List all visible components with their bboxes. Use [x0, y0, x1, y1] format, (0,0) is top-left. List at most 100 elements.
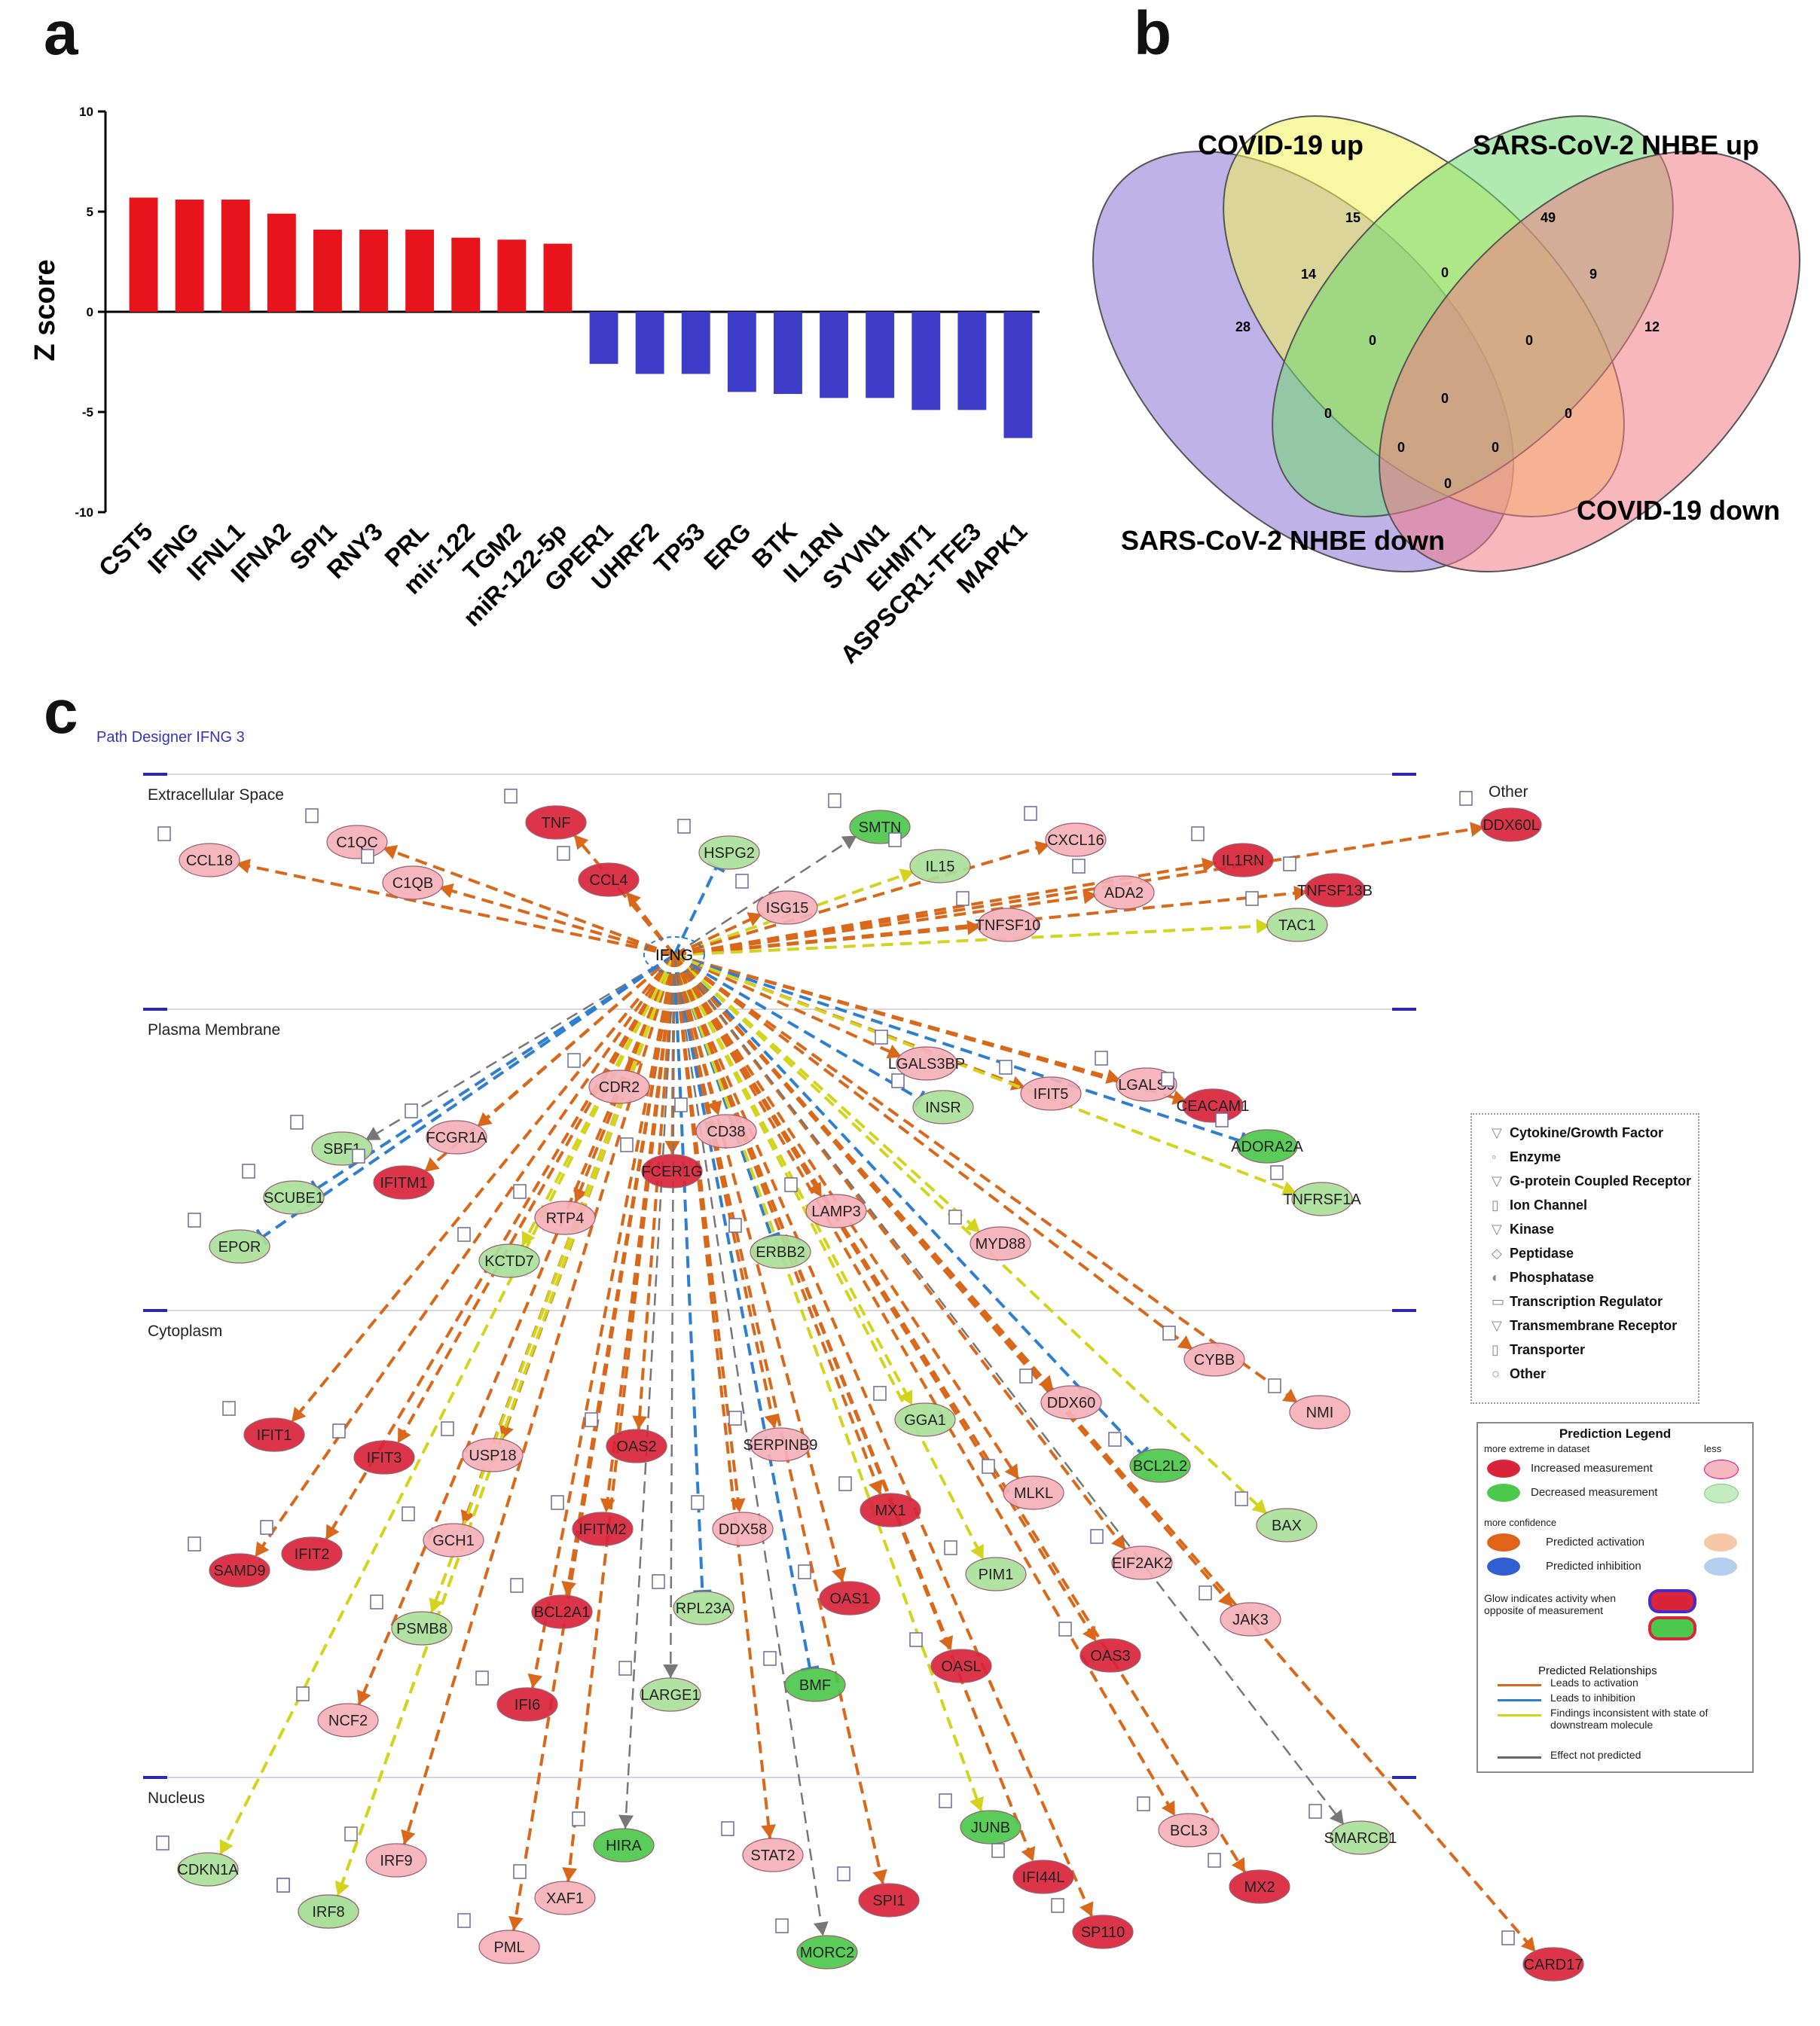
bar-IFNA2 [267, 213, 296, 312]
gene-count-badge [1024, 806, 1037, 821]
edge-arrowhead [1083, 889, 1098, 905]
panel-b-letter: b [1134, 0, 1172, 68]
edge-ifng-to-myd88 [673, 954, 982, 1234]
edge-arrowhead [761, 1824, 777, 1839]
molecule-type-icon: ▽ [1492, 1124, 1502, 1140]
gene-node-ifitm2: IFITM2 [551, 1495, 634, 1546]
gene-shape [462, 1438, 524, 1472]
gene-shape [1012, 1860, 1074, 1894]
gene-shape [531, 1594, 593, 1629]
edge-arrowhead [325, 1524, 340, 1540]
edge-arrowhead [382, 845, 399, 859]
y-tick-label: -5 [82, 405, 93, 420]
gene-label: LGALS9 [1118, 1077, 1175, 1094]
gene-node-irf9: IRF9 [344, 1826, 427, 1878]
gene-count-badge [1162, 1326, 1176, 1341]
gene-node-lamp3: LAMP3 [784, 1177, 867, 1228]
gene-label: DDX60L [1483, 817, 1540, 834]
gene-shape [695, 1114, 757, 1149]
edge-ifng-to-sbf1 [365, 954, 675, 1141]
gene-shape [365, 1843, 427, 1878]
gene-node-tac1: TAC1 [1245, 891, 1328, 942]
gene-node-stat2: STAT2 [721, 1821, 804, 1872]
gene-shape [1289, 1395, 1351, 1429]
gene-count-badge [344, 1826, 358, 1841]
compartment-label: Plasma Membrane [148, 1021, 280, 1039]
gene-label: RPL23A [676, 1600, 732, 1617]
gene-shape [970, 1226, 1031, 1261]
gene-shape [784, 1667, 846, 1702]
gene-count-badge [1090, 1529, 1104, 1544]
gene-node-ddx58: DDX58 [691, 1495, 774, 1546]
gene-count-badge [784, 1177, 798, 1192]
gene-shape [1291, 1182, 1353, 1216]
gene-node-hspg2: HSPG2 [677, 819, 760, 870]
gene-shape [478, 1243, 540, 1278]
decreased-swatch-light [1704, 1484, 1739, 1503]
venn-set-covid-19-down [1379, 151, 1800, 572]
edge-ifng-to-adora2a [673, 954, 1242, 1143]
edge-arrowhead [527, 1673, 543, 1689]
venn-region-count: 9 [1589, 267, 1597, 282]
edge-ifng-to-scube1 [316, 954, 676, 1190]
inhibition-line-key [1498, 1699, 1541, 1701]
molecule-legend-row: ▽Kinase [1472, 1217, 1698, 1241]
gene-count-badge [441, 1421, 454, 1436]
molecule-type-icon: ▽ [1492, 1317, 1502, 1333]
edge-arrowhead [1293, 885, 1309, 901]
glow-swatch-red [1651, 1592, 1693, 1610]
gene-label: KCTD7 [484, 1253, 534, 1270]
gene-count-badge [1245, 891, 1259, 906]
gene-shape [572, 1512, 634, 1546]
edge-arrowhead [401, 1829, 416, 1844]
gene-label: C1QB [392, 875, 433, 892]
gene-label: NCF2 [328, 1713, 368, 1729]
decreased-label: Decreased measurement [1531, 1486, 1658, 1499]
edge-ifng-to-ifi44l [673, 954, 1035, 1863]
venn-label: COVID-19 down [1577, 495, 1780, 526]
bar-ERG [727, 312, 756, 392]
gene-shape [1003, 1475, 1064, 1510]
gene-node-il15: IL15 [888, 832, 971, 883]
gene-shape [1256, 1508, 1318, 1542]
gene-node-bcl3: BCL3 [1137, 1796, 1220, 1848]
gene-count-badge [332, 1423, 346, 1439]
edge-ifng-to-bcl2l2 [673, 954, 1143, 1455]
gene-node-ccl18: CCL18 [157, 826, 240, 877]
edge-ifng-to-lgals3bp [673, 954, 902, 1059]
panel-a-letter: a [44, 0, 78, 68]
gene-label: CARD17 [1524, 1957, 1583, 1973]
gene-shape [858, 1883, 920, 1918]
not-predicted-line-key [1498, 1756, 1541, 1759]
edge-arrowhead [1202, 857, 1217, 873]
gene-label: SERPINB9 [744, 1437, 818, 1454]
inhibition-swatch-light [1704, 1558, 1737, 1576]
gene-shape [640, 1677, 701, 1712]
gene-count-badge [1051, 1898, 1064, 1913]
gene-label: CCL4 [589, 872, 628, 889]
edge-arrowhead [1171, 1090, 1187, 1105]
gene-count-badge [875, 1030, 888, 1045]
edge-arrowhead [1038, 1375, 1054, 1390]
venn-region-count: 0 [1565, 406, 1572, 421]
gene-shape [930, 1649, 992, 1683]
edge-arrowhead [356, 1689, 371, 1705]
y-axis-label: Z score [29, 259, 61, 361]
x-tick-label: ERG [698, 517, 756, 575]
gene-shape [496, 1687, 558, 1722]
gene-shape [673, 1591, 734, 1625]
venn-region-count: 0 [1369, 333, 1376, 348]
edge-arrowhead [1162, 1800, 1175, 1817]
gene-shape [243, 1417, 305, 1452]
edge-arrowhead [618, 1814, 634, 1829]
gene-shape [1111, 1545, 1173, 1580]
gene-node-oasl: OASL [909, 1632, 992, 1683]
inconsistent-line-key [1498, 1714, 1541, 1716]
edge-ifng-to-stat2 [673, 954, 772, 1839]
gene-shape [373, 1165, 435, 1200]
gene-label: INSR [925, 1100, 961, 1116]
gene-label: JAK3 [1232, 1612, 1269, 1628]
gene-node-large1: LARGE1 [618, 1661, 701, 1712]
